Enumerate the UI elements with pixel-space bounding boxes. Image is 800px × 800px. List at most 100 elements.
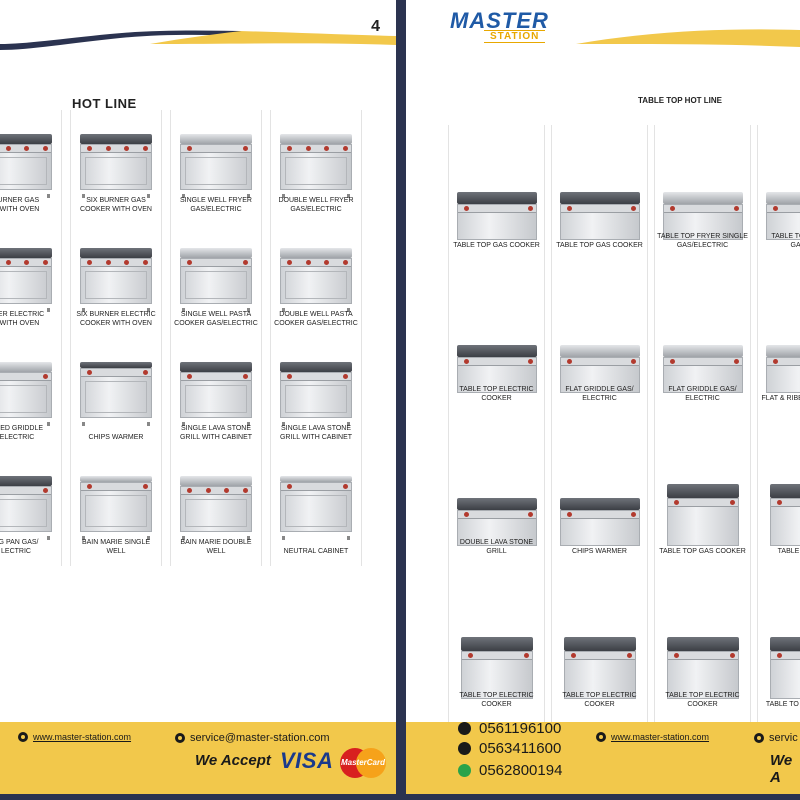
email-icon: [175, 733, 185, 743]
product-card[interactable]: FLAT GRIDDLE GAS/ ELECTRIC: [551, 278, 648, 431]
product-card[interactable]: FLAT GRIDDLE GAS/ ELECTRIC: [654, 278, 751, 431]
product-image: [177, 458, 255, 540]
globe-icon: [18, 732, 28, 742]
product-image: [455, 604, 538, 699]
product-label: TABLE TO SINGLE GAS/: [765, 701, 799, 708]
product-card[interactable]: TABLE TOP GAS COOKER: [448, 125, 545, 278]
product-card[interactable]: TABLE TOP GAS COOKER: [654, 431, 751, 584]
product-card[interactable]: BURNER GAS R WITH OVEN: [0, 110, 62, 224]
email-link[interactable]: servic: [754, 732, 798, 744]
product-card[interactable]: TABLE TOP GAS COOKER: [551, 125, 648, 278]
email-link[interactable]: service@master-station.com: [175, 732, 330, 744]
product-image: [661, 145, 744, 240]
mastercard-logo: MasterCard: [340, 748, 386, 778]
product-image: [77, 230, 155, 312]
product-label: TABLE TOP ELECTRIC COOKER: [459, 692, 534, 708]
product-image: [277, 116, 355, 198]
product-label: SIX BURNER ELECTRIC COOKER WITH OVEN: [76, 311, 156, 327]
product-card[interactable]: BAIN MARIE DOUBLE WELL: [170, 452, 262, 566]
product-card[interactable]: DOUBLE WELL PASTA COOKER GAS/ELECTRIC: [270, 224, 362, 338]
product-card[interactable]: TABLE TOP FRYER SINGLE GAS/ELECTRIC: [654, 125, 751, 278]
website-link[interactable]: www.master-station.com: [596, 732, 709, 742]
product-card[interactable]: TABLE TOP ELECTRIC COOKER: [551, 584, 648, 737]
product-card[interactable]: TABLE TOP ELECTRIC COOKER: [654, 584, 751, 737]
website-text: www.master-station.com: [33, 732, 132, 742]
product-card[interactable]: TABLE TO COOK: [757, 431, 800, 584]
appliance-illustration: [460, 637, 533, 699]
product-label: SIX BURNER GAS COOKER WITH OVEN: [80, 197, 152, 213]
product-card[interactable]: SINGLE WELL PASTA COOKER GAS/ELECTRIC: [170, 224, 262, 338]
visa-logo: VISA: [280, 748, 334, 773]
whatsapp-icon: [458, 764, 471, 777]
product-label: BAIN MARIE DOUBLE WELL: [180, 539, 252, 555]
product-image: [177, 344, 255, 426]
product-image: [277, 230, 355, 312]
header-swoosh: [576, 29, 800, 47]
product-card[interactable]: TABLE TO SINGLE GAS/: [757, 584, 800, 737]
product-image: [764, 451, 800, 546]
product-image: [77, 458, 155, 540]
footer: www.master-station.com service@master-st…: [0, 722, 396, 800]
product-label: NEUTRAL CABINET: [283, 548, 349, 555]
appliance-illustration: [0, 248, 52, 312]
product-card[interactable]: SIX BURNER GAS COOKER WITH OVEN: [70, 110, 162, 224]
product-label: IBBED GRIDDLE /ELECTRIC: [0, 425, 44, 441]
product-label: TABLE TOP ELECTRIC COOKER: [459, 386, 534, 402]
appliance-illustration: [769, 637, 800, 699]
product-card[interactable]: TABLE TOP ELECTRIC COOKER: [448, 278, 545, 431]
product-card[interactable]: NG PAN GAS/ LECTRIC: [0, 452, 62, 566]
appliance-illustration: [280, 248, 352, 312]
product-card[interactable]: IBBED GRIDDLE /ELECTRIC: [0, 338, 62, 452]
product-image: [558, 451, 641, 546]
appliance-illustration: [280, 134, 352, 198]
product-card[interactable]: SINGLE WELL FRYER GAS/ELECTRIC: [170, 110, 262, 224]
appliance-illustration: [280, 362, 352, 426]
product-card[interactable]: DOUBLE WELL FRYER GAS/ELECTRIC: [270, 110, 362, 224]
appliance-illustration: [765, 192, 800, 240]
globe-icon: [596, 732, 606, 742]
product-card[interactable]: RNER ELECTRIC R WITH OVEN: [0, 224, 62, 338]
product-label: CHIPS WARMER: [88, 434, 144, 441]
product-card[interactable]: FLAT & RIBBED GAS/ELEC: [757, 278, 800, 431]
email-icon: [754, 733, 764, 743]
appliance-illustration: [80, 134, 152, 198]
appliance-illustration: [563, 637, 636, 699]
product-card[interactable]: SINGLE LAVA STONE GRILL WITH CABINET: [170, 338, 262, 452]
appliance-illustration: [456, 345, 537, 393]
appliance-illustration: [662, 192, 743, 240]
appliance-illustration: [80, 476, 152, 540]
website-link[interactable]: www.master-station.com: [18, 732, 131, 742]
product-card[interactable]: SIX BURNER ELECTRIC COOKER WITH OVEN: [70, 224, 162, 338]
we-accept-text: We Accept: [195, 752, 271, 769]
product-card[interactable]: CHIPS WARMER: [551, 431, 648, 584]
phone-icon: [458, 742, 471, 755]
product-card[interactable]: TABLE TOP DOUBLE GAS/ELE: [757, 125, 800, 278]
product-card[interactable]: NEUTRAL CABINET: [270, 452, 362, 566]
phone-2[interactable]: 0563411600: [458, 740, 561, 757]
appliance-illustration: [666, 484, 739, 546]
product-image: [177, 230, 255, 312]
product-image: [764, 298, 800, 393]
product-label: FLAT GRIDDLE GAS/ ELECTRIC: [565, 386, 634, 402]
phone-1[interactable]: 0561196100: [458, 720, 561, 737]
product-card[interactable]: CHIPS WARMER: [70, 338, 162, 452]
logo-sub-text: STATION: [484, 30, 546, 43]
appliance-illustration: [180, 476, 252, 540]
product-label: NG PAN GAS/ LECTRIC: [0, 539, 39, 555]
phone-3[interactable]: 0562800194: [458, 762, 562, 779]
appliance-illustration: [0, 476, 52, 540]
product-image: [0, 116, 55, 198]
product-label: DOUBLE WELL PASTA COOKER GAS/ELECTRIC: [274, 311, 358, 327]
product-label: TABLE TOP ELECTRIC COOKER: [665, 692, 740, 708]
product-image: [0, 344, 55, 426]
phone-icon: [458, 722, 471, 735]
page-number: 4: [371, 18, 380, 35]
product-card[interactable]: BAIN MARIE SINGLE WELL: [70, 452, 162, 566]
product-image: [455, 145, 538, 240]
product-card[interactable]: SINGLE LAVA STONE GRILL WITH CABINET: [270, 338, 362, 452]
product-card[interactable]: TABLE TOP ELECTRIC COOKER: [448, 584, 545, 737]
product-label: TABLE TO COOK: [777, 548, 800, 555]
product-card[interactable]: DOUBLE LAVA STONE GRILL: [448, 431, 545, 584]
